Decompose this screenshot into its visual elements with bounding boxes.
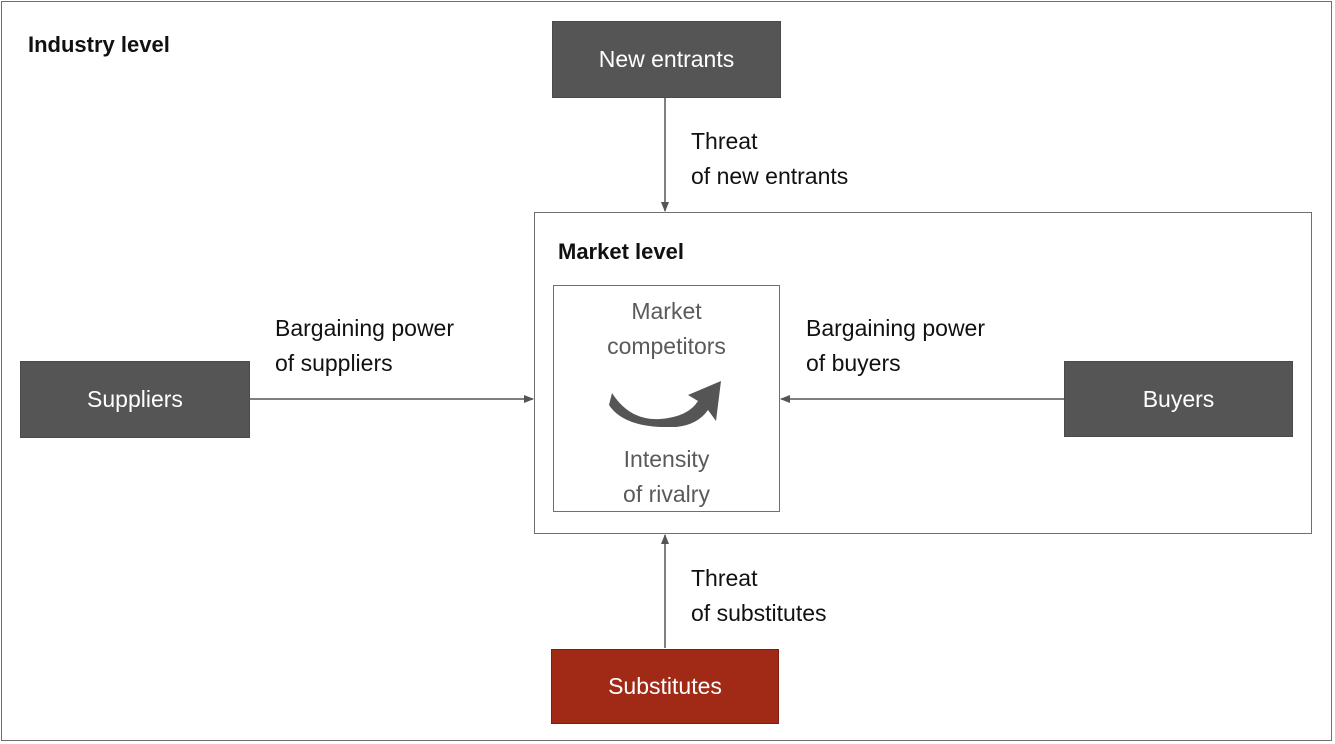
bargaining-power-of-suppliers-label: Bargaining power of suppliers: [275, 311, 454, 381]
buyers-label: Buyers: [1142, 385, 1215, 412]
market-level-box: [534, 212, 1312, 534]
rivalry-arrow-icon: [609, 381, 721, 427]
buyers-box: Buyers: [1064, 361, 1293, 437]
threat-of-new-entrants-line1: Threat: [691, 128, 758, 154]
intensity-of-rivalry-line1: Intensity: [623, 446, 710, 472]
intensity-of-rivalry-line2: of rivalry: [623, 481, 710, 507]
threat-of-substitutes-line2: of substitutes: [691, 600, 827, 626]
market-competitors-line1: Market: [631, 298, 702, 324]
intensity-of-rivalry-label: Intensity of rivalry: [553, 442, 780, 512]
bargaining-power-of-buyers-line2: of buyers: [806, 350, 901, 376]
market-competitors-label: Market competitors: [553, 294, 780, 364]
threat-of-new-entrants-label: Threat of new entrants: [691, 124, 848, 194]
threat-of-substitutes-label: Threat of substitutes: [691, 561, 827, 631]
suppliers-label: Suppliers: [87, 386, 183, 412]
new-entrants-label: New entrants: [598, 46, 735, 72]
bargaining-power-of-buyers-label: Bargaining power of buyers: [806, 311, 985, 381]
bargaining-power-of-buyers-line1: Bargaining power: [806, 315, 986, 341]
substitutes-box: Substitutes: [551, 649, 779, 724]
market-competitors-line2: competitors: [607, 333, 726, 359]
threat-of-substitutes-line1: Threat: [691, 565, 758, 591]
bargaining-power-of-suppliers-line2: of suppliers: [275, 350, 393, 376]
bargaining-power-of-suppliers-line1: Bargaining power: [275, 315, 455, 341]
market-level-title: Market level: [558, 239, 684, 264]
market-competitors-box: [553, 285, 780, 512]
industry-level-title: Industry level: [28, 32, 170, 57]
suppliers-box: Suppliers: [20, 361, 250, 438]
substitutes-label: Substitutes: [608, 673, 722, 699]
new-entrants-box: New entrants: [552, 21, 781, 98]
threat-of-new-entrants-line2: of new entrants: [691, 163, 849, 189]
